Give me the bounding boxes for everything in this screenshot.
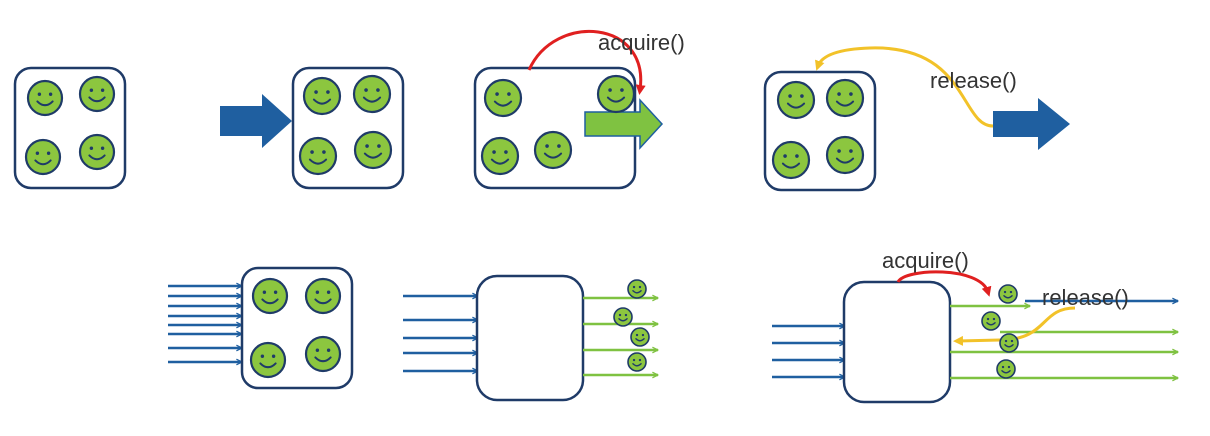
release-label-top: release() xyxy=(930,68,1017,93)
token-icon xyxy=(627,352,647,372)
smiley-face-icon xyxy=(533,130,573,170)
smiley-face-icon xyxy=(78,133,116,171)
smiley-face-icon xyxy=(302,76,342,116)
outgoing-threads-1 xyxy=(583,298,658,375)
incoming-threads-1 xyxy=(168,286,242,362)
smiley-face-icon xyxy=(298,136,338,176)
smiley-face-icon xyxy=(304,277,342,315)
smiley-face-icon xyxy=(825,78,865,118)
smiley-face-icon xyxy=(483,78,523,118)
smiley-face-icon xyxy=(304,335,342,373)
acquire-label-top: acquire() xyxy=(598,30,685,55)
release-arrow-top xyxy=(815,46,994,128)
big-green-arrow xyxy=(584,98,664,150)
smiley-face-icon xyxy=(825,135,865,175)
token-icon xyxy=(996,359,1016,379)
smiley-face-icon xyxy=(24,138,62,176)
smiley-face-icon xyxy=(776,80,816,120)
token-icon xyxy=(998,284,1018,304)
release-arrow-bottom xyxy=(953,306,1076,346)
smiley-face-icon xyxy=(78,75,116,113)
flow-pool-box xyxy=(842,280,952,404)
smiley-face-icon xyxy=(480,136,520,176)
smiley-face-icon xyxy=(26,79,64,117)
smiley-face-icon xyxy=(353,130,393,170)
smiley-face-icon xyxy=(352,74,392,114)
smiley-face-icon xyxy=(251,277,289,315)
smiley-face-icon xyxy=(596,74,636,114)
faces-layer xyxy=(24,74,1019,379)
smiley-face-icon xyxy=(249,341,287,379)
token-icon xyxy=(981,311,1001,331)
acquire-label-bottom: acquire() xyxy=(882,248,969,273)
token-icon xyxy=(627,279,647,299)
smiley-face-icon xyxy=(771,140,811,180)
token-icon xyxy=(613,307,633,327)
acquire-arrow-top xyxy=(527,29,646,95)
empty-pool-box xyxy=(475,274,585,402)
big-arrow-2 xyxy=(993,98,1070,150)
token-icon xyxy=(630,327,650,347)
release-label-bottom: release() xyxy=(1042,285,1129,310)
big-arrow-1 xyxy=(220,94,292,148)
incoming-threads-2 xyxy=(403,296,478,371)
token-icon xyxy=(999,333,1019,353)
acquire-arrow-bottom xyxy=(896,270,992,297)
incoming-threads-3 xyxy=(772,326,845,377)
